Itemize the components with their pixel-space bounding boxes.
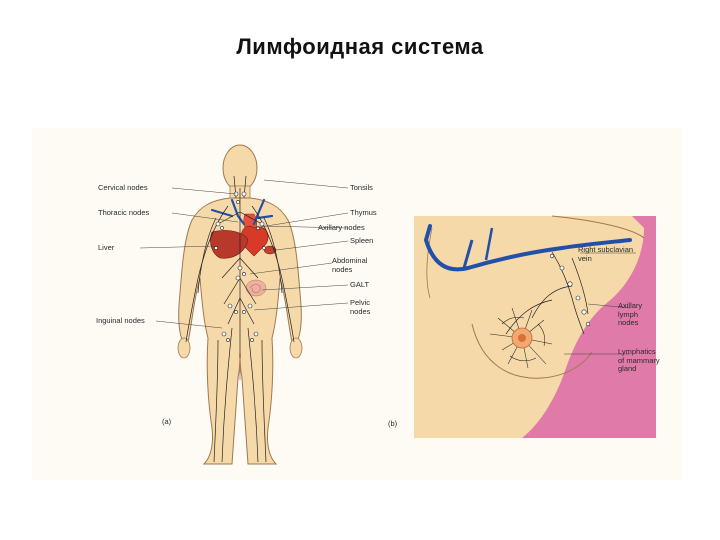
label-spleen: Spleen — [350, 237, 373, 246]
label-axillary-nodes: Axillary nodes — [318, 224, 365, 233]
label-cervical-nodes: Cervical nodes — [98, 184, 148, 193]
label-thoracic-nodes: Thoracic nodes — [98, 209, 149, 218]
label-tonsils: Tonsils — [350, 184, 373, 193]
label-right-subclavian-vein: Right subclavian vein — [578, 246, 633, 263]
label-abdominal-nodes: Abdominal nodes — [332, 257, 367, 274]
illustration-panel: Cervical nodes Thoracic nodes Liver Ingu… — [32, 128, 682, 480]
label-liver: Liver — [98, 244, 114, 253]
label-axillary-lymph-nodes: Axillary lymph nodes — [618, 302, 642, 328]
label-thymus: Thymus — [350, 209, 377, 218]
panel-a-marker: (a) — [162, 418, 171, 427]
label-mammary-lymphatics: Lymphatics of mammary gland — [618, 348, 660, 374]
label-galt: GALT — [350, 281, 369, 290]
slide-title: Лимфоидная система — [0, 34, 720, 60]
label-pelvic-nodes: Pelvic nodes — [350, 299, 370, 316]
panel-b-marker: (b) — [388, 420, 397, 429]
label-inguinal-nodes: Inguinal nodes — [96, 317, 145, 326]
